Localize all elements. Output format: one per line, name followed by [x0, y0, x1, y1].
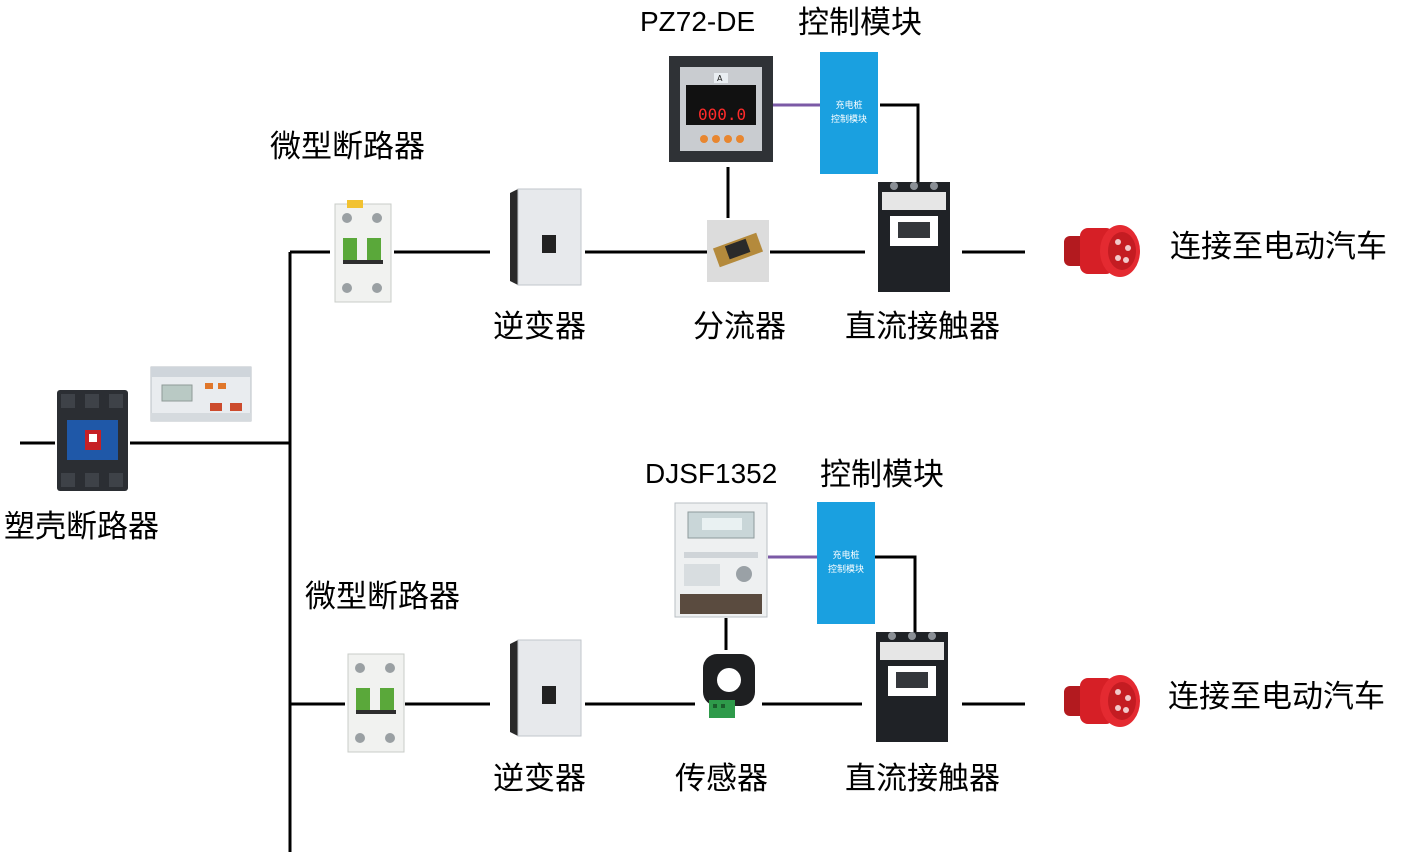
module-line2: 控制模块 [830, 115, 867, 125]
mccb-label: 塑壳断路器 [4, 509, 159, 545]
branch1-mcb-label: 微型断路器 [270, 129, 425, 165]
panel-meter-unit: A [717, 74, 723, 83]
ev-plug-icon [1060, 218, 1144, 284]
panel-meter-icon: A 000.0 [668, 55, 774, 163]
branch1-ev-label: 连接至电动汽车 [1170, 229, 1387, 265]
module-line1: 充电桩 [835, 100, 863, 111]
branch1-shunt-label: 分流器 [693, 309, 786, 345]
ev-plug-icon [1060, 668, 1144, 734]
branch2-sensor-label: 传感器 [675, 761, 768, 797]
dc-contactor-icon [866, 628, 958, 746]
branch1-contactor-label: 直流接触器 [845, 309, 1000, 345]
module-line2: 控制模块 [827, 565, 864, 575]
branch1-control-module: 充电桩 控制模块 [820, 52, 878, 174]
module-line1: 充电桩 [832, 550, 860, 561]
mcb-icon [346, 648, 406, 756]
branch2-inverter-label: 逆变器 [493, 761, 586, 797]
panel-meter-reading: 000.0 [698, 105, 747, 124]
inverter-icon [508, 187, 583, 287]
branch2-ev-label: 连接至电动汽车 [1168, 679, 1385, 715]
branch1-inverter-label: 逆变器 [493, 309, 586, 345]
branch1-control-label: 控制模块 [798, 5, 922, 41]
current-sensor-icon [697, 650, 761, 722]
mccb-icon [55, 388, 130, 493]
branch1-meter-label: PZ72-DE [640, 6, 756, 37]
dc-meter-icon [674, 502, 768, 618]
dc-contactor-icon [868, 178, 960, 296]
inverter-icon [508, 638, 583, 738]
shunt-icon [707, 220, 769, 282]
branch2-control-label: 控制模块 [820, 457, 944, 493]
branch2-contactor-label: 直流接触器 [845, 761, 1000, 797]
mcb-icon [333, 198, 393, 306]
branch2-mcb-label: 微型断路器 [305, 579, 460, 615]
branch2-meter-label: DJSF1352 [645, 458, 778, 489]
branch2-control-module: 充电桩 控制模块 [817, 502, 875, 624]
energy-meter-icon [150, 363, 252, 425]
